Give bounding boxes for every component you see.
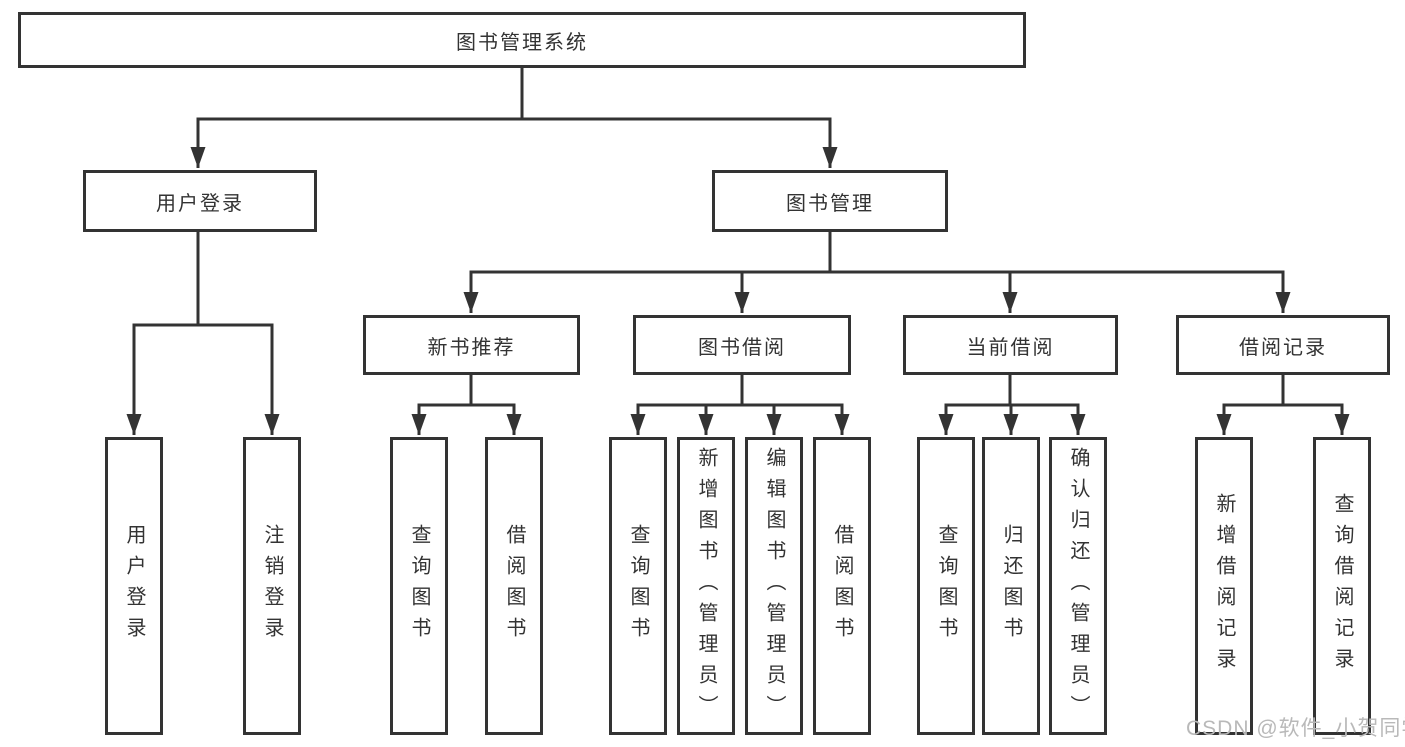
leaf-borrow-edit-admin-label: 编辑图书（管理员） xyxy=(763,446,785,726)
connector-user-login xyxy=(126,232,280,435)
leaf-current-query-label: 查询图书 xyxy=(935,524,957,648)
leaf-newbook-query: 查询图书 xyxy=(390,437,448,735)
node-root-label: 图书管理系统 xyxy=(456,31,588,54)
leaf-borrow-query-label: 查询图书 xyxy=(627,524,649,648)
connector-new-book xyxy=(411,375,522,435)
leaf-borrow-book-label: 借阅图书 xyxy=(831,524,853,648)
node-borrow-record: 借阅记录 xyxy=(1176,315,1390,375)
node-new-book-recommend: 新书推荐 xyxy=(363,315,580,375)
node-book-management-label: 图书管理 xyxy=(786,192,874,215)
csdn-watermark: CSDN @软件_小贺同学 xyxy=(1186,717,1405,740)
leaf-user-login-label: 用户登录 xyxy=(123,524,145,648)
connector-book-borrow xyxy=(630,375,850,435)
node-book-borrow-label: 图书借阅 xyxy=(698,336,786,359)
connector-current-borrow xyxy=(938,375,1086,435)
leaf-confirm-return-admin: 确认归还（管理员） xyxy=(1049,437,1107,735)
node-borrow-record-label: 借阅记录 xyxy=(1239,336,1327,359)
leaf-current-query: 查询图书 xyxy=(917,437,975,735)
node-book-management: 图书管理 xyxy=(712,170,948,232)
leaf-borrow-edit-admin: 编辑图书（管理员） xyxy=(745,437,803,735)
leaf-confirm-return-admin-label: 确认归还（管理员） xyxy=(1067,446,1089,726)
leaf-logout-label: 注销登录 xyxy=(261,524,283,648)
node-new-book-recommend-label: 新书推荐 xyxy=(427,336,516,359)
leaf-record-add: 新增借阅记录 xyxy=(1195,437,1253,735)
connector-book-management xyxy=(463,232,1291,313)
node-book-borrow: 图书借阅 xyxy=(633,315,851,375)
leaf-record-add-label: 新增借阅记录 xyxy=(1213,493,1235,679)
leaf-borrow-add-admin-label: 新增图书（管理员） xyxy=(695,446,717,726)
leaf-borrow-book: 借阅图书 xyxy=(813,437,871,735)
leaf-newbook-borrow-label: 借阅图书 xyxy=(503,524,525,648)
leaf-user-login: 用户登录 xyxy=(105,437,163,735)
leaf-return-book: 归还图书 xyxy=(982,437,1040,735)
leaf-record-query-label: 查询借阅记录 xyxy=(1331,493,1353,679)
leaf-newbook-borrow: 借阅图书 xyxy=(485,437,543,735)
node-root: 图书管理系统 xyxy=(18,12,1026,68)
node-current-borrow-label: 当前借阅 xyxy=(966,336,1055,359)
connector-borrow-record xyxy=(1216,375,1350,435)
connector-root xyxy=(190,68,838,168)
leaf-borrow-add-admin: 新增图书（管理员） xyxy=(677,437,735,735)
leaf-logout: 注销登录 xyxy=(243,437,301,735)
leaf-record-query: 查询借阅记录 xyxy=(1313,437,1371,735)
leaf-borrow-query: 查询图书 xyxy=(609,437,667,735)
node-current-borrow: 当前借阅 xyxy=(903,315,1118,375)
leaf-return-book-label: 归还图书 xyxy=(1000,524,1022,648)
node-user-login: 用户登录 xyxy=(83,170,317,232)
leaf-newbook-query-label: 查询图书 xyxy=(408,524,430,648)
node-user-login-label: 用户登录 xyxy=(156,192,244,215)
